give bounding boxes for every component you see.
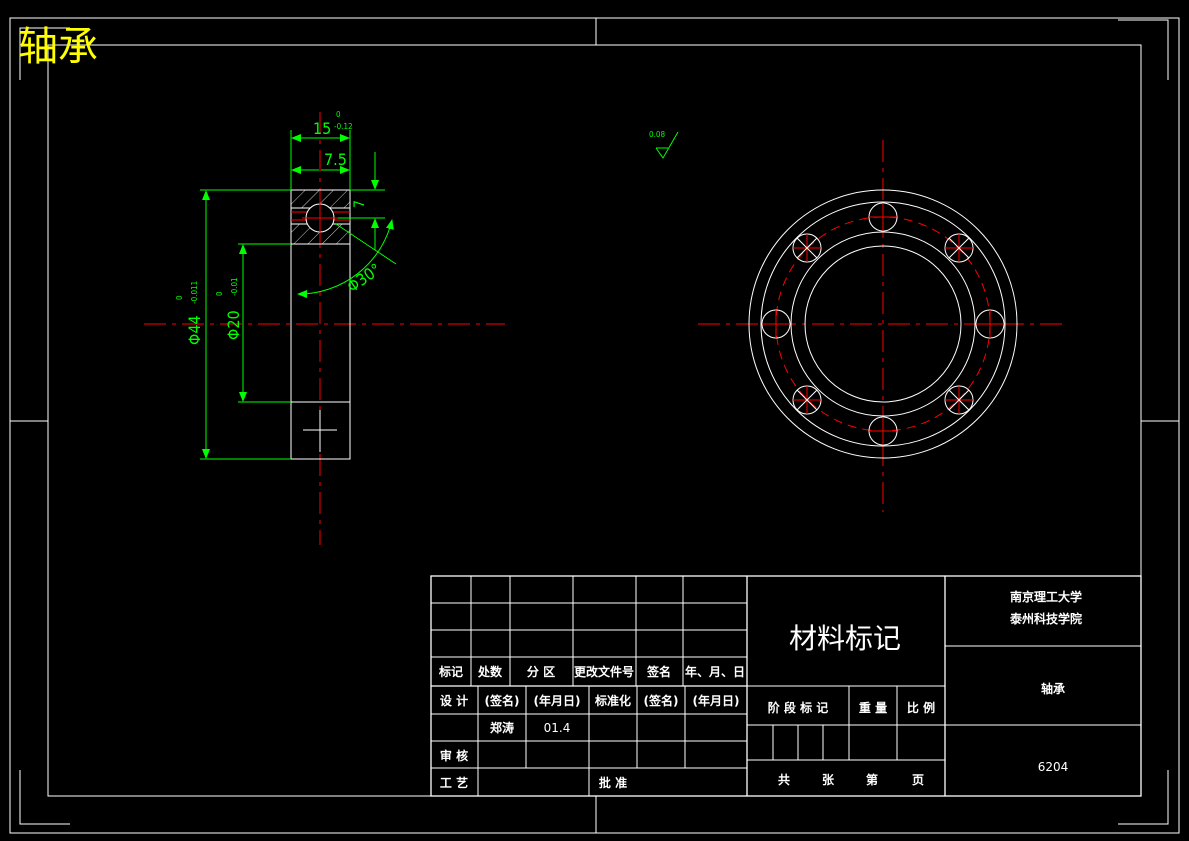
- tb-date-placeholder: (年月日): [534, 693, 581, 708]
- tb-review-label: 审 核: [440, 748, 468, 763]
- tb-scale-label: 比 例: [907, 700, 935, 715]
- outer-dia-dim: Φ44: [185, 315, 204, 345]
- tb-header-zone: 分 区: [527, 664, 555, 679]
- tb-stage-label: 阶 段 标 记: [768, 700, 829, 715]
- tb-design-label: 设 计: [440, 693, 468, 708]
- title-block: 标记 处数 分 区 更改文件号 签名 年、月、日 设 计 (签名) (年月日) …: [430, 575, 1142, 797]
- tb-header-date: 年、月、日: [685, 664, 745, 679]
- tb-sheet-unit: 张: [822, 772, 835, 787]
- outer-tol-upper: 0: [175, 295, 184, 300]
- drawing-title: 轴承: [18, 24, 98, 70]
- dimensions: 15 0 -0.12 7.5 7 Φ30° Φ44 0 -0.011 Φ20 0…: [175, 110, 679, 460]
- roughness-value: 0.08: [649, 130, 665, 139]
- outer-tol-lower: -0.011: [190, 281, 199, 304]
- tb-date-placeholder-2: (年月日): [693, 693, 740, 708]
- tb-header-change-doc: 更改文件号: [574, 664, 634, 679]
- tb-design-date: 01.4: [544, 721, 571, 735]
- tb-standardize-label: 标准化: [594, 693, 631, 708]
- tb-designer: 郑涛: [490, 720, 514, 735]
- tb-part-name: 轴承: [1041, 681, 1065, 696]
- width-dim: 15: [313, 119, 331, 138]
- half-width-dim: 7.5: [324, 150, 347, 169]
- tb-header-mark: 标记: [438, 664, 463, 679]
- tb-sign-placeholder-2: (签名): [644, 693, 679, 708]
- inner-dia-dim: Φ20: [224, 310, 243, 340]
- tb-process-label: 工 艺: [440, 775, 468, 790]
- tb-approve-label: 批 准: [599, 775, 627, 790]
- width-tol-upper: 0: [336, 110, 341, 119]
- tb-weight-label: 重 量: [859, 700, 887, 715]
- tb-institution-line1: 南京理工大学: [1010, 589, 1082, 604]
- tb-institution-line2: 泰州科技学院: [1009, 611, 1082, 626]
- tb-sheet-total: 共: [778, 772, 790, 787]
- tb-material-label: 材料标记: [789, 622, 901, 655]
- tb-sign-placeholder: (签名): [485, 693, 520, 708]
- tb-sheet-number: 第: [866, 772, 878, 787]
- sheet-border: [9, 17, 1180, 834]
- tb-header-sign: 签名: [646, 664, 671, 679]
- ball-offset-dim: 7: [352, 200, 368, 208]
- rolling-balls: [761, 202, 1005, 446]
- tb-part-code: 6204: [1038, 760, 1069, 774]
- inner-tol-lower: -0.01: [230, 277, 239, 296]
- tb-sheet-page: 页: [912, 773, 924, 787]
- width-tol-lower: -0.12: [334, 122, 353, 131]
- inner-tol-upper: 0: [215, 291, 224, 296]
- front-view: [698, 140, 1068, 512]
- tb-header-count: 处数: [477, 664, 503, 679]
